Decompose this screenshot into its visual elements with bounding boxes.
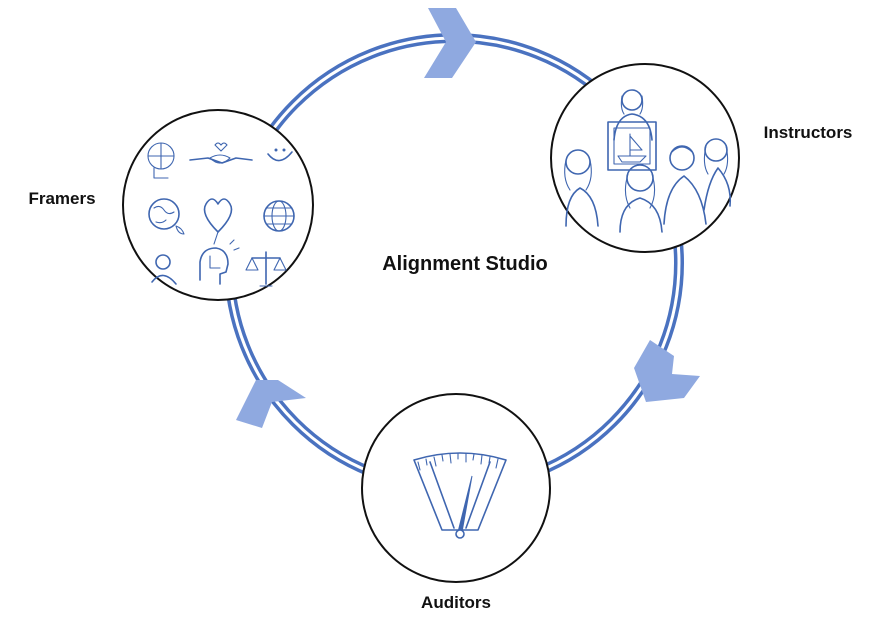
smile-icon [267, 148, 293, 162]
gauge-icon [413, 452, 507, 539]
framers-node [122, 109, 314, 301]
cycle-arrow-top [424, 8, 476, 78]
framers-label: Framers [28, 189, 95, 208]
world-grid-icon [263, 200, 295, 232]
classroom-scene-icon [564, 89, 732, 233]
cycle-arrow-left [236, 380, 306, 428]
auditors-label: Auditors [421, 593, 491, 612]
scales-icon [245, 251, 287, 287]
handshake-icon [189, 142, 253, 164]
puzzle-head-2-icon [199, 239, 240, 285]
heart-icon [203, 198, 233, 245]
instructors-node [550, 63, 740, 253]
auditors-node [361, 393, 551, 583]
cycle-arrow-right [634, 340, 700, 402]
instructors-label: Instructors [764, 123, 853, 142]
globe-icon [148, 198, 185, 235]
puzzle-head-icon [147, 142, 175, 179]
person-icon [151, 254, 177, 285]
center-label: Alignment Studio [382, 253, 548, 275]
